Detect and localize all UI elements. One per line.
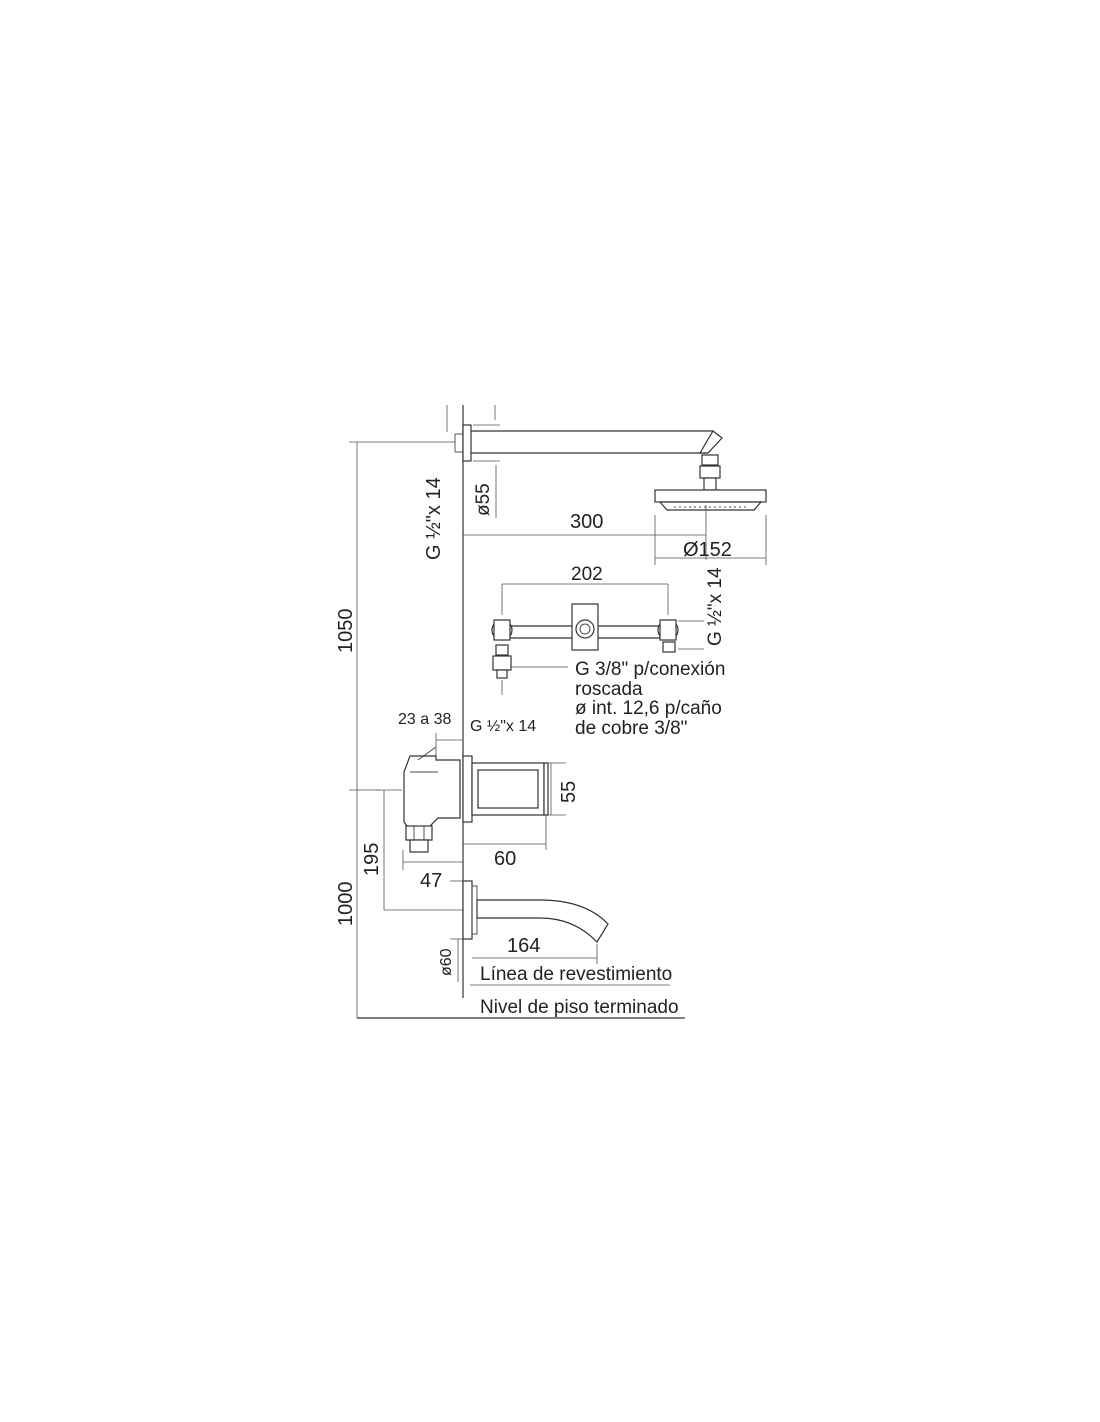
- floor-level-group: Nivel de piso terminado: [357, 997, 685, 1019]
- shower-head: [654, 489, 767, 511]
- connection-note-line-4: de cobre 3/8": [575, 718, 687, 739]
- arm-length-label: 300: [570, 511, 603, 533]
- spout-length-dim: 164: [472, 935, 598, 964]
- spout-length-label: 164: [507, 935, 540, 957]
- valve-thread-dim: G ½"x 14: [678, 567, 726, 650]
- valve-spacing-dim: 202: [501, 564, 669, 615]
- spout-height-label: 1000: [335, 882, 357, 927]
- overall-height-label: 1050: [335, 609, 357, 654]
- floor-level-label: Nivel de piso terminado: [480, 997, 679, 1018]
- mixer-depth-label: 60: [494, 848, 516, 870]
- shower-arm: [454, 424, 723, 491]
- shower-head-diameter-label: Ø152: [683, 539, 732, 561]
- shower-head-diameter-dim: Ø152: [654, 515, 767, 565]
- finish-line-label-group: Línea de revestimiento: [470, 964, 672, 986]
- mixer-body: [403, 746, 549, 853]
- valve-spacing-label: 202: [571, 564, 603, 585]
- connection-note-line-3: ø int. 12,6 p/caño: [575, 698, 722, 719]
- wall-range-label: 23 a 38: [398, 711, 451, 728]
- mixer-height-label: 55: [558, 781, 580, 803]
- flange-diameter-top-label: ø55: [473, 483, 494, 516]
- spout: [462, 880, 609, 943]
- overall-height-dim: 1050 1000: [335, 441, 455, 1018]
- mixer-thread-label: G ½"x 14: [470, 718, 536, 735]
- wall-range-dim: 23 a 38: [398, 711, 463, 760]
- valve-thread-label: G ½"x 14: [705, 567, 726, 646]
- mixer-height-from-spout-dim: 195: [361, 789, 463, 911]
- valve-body: [491, 603, 679, 679]
- connection-note: G 3/8" p/conexión roscada ø int. 12,6 p/…: [501, 659, 725, 739]
- flange-diameter-top-dim: ø55: [473, 424, 500, 518]
- flange-thickness-dim: [446, 405, 496, 432]
- connection-note-line-2: roscada: [575, 679, 643, 700]
- flange-diameter-bottom-dim: ø60: [438, 880, 463, 982]
- mixer-offset-dim: 47: [402, 850, 463, 892]
- mixer-height-from-spout-label: 195: [361, 843, 383, 876]
- mixer-depth-dim: 60: [463, 815, 547, 870]
- connection-note-line-1: G 3/8" p/conexión: [575, 659, 725, 680]
- mixer-offset-label: 47: [420, 870, 442, 892]
- flange-diameter-bottom-label: ø60: [438, 948, 455, 976]
- thread-top-label: G ½"x 14: [423, 477, 445, 560]
- mixer-height-dim: 55: [548, 762, 580, 816]
- arm-length-dim: 300: [463, 505, 707, 560]
- finish-line-label: Línea de revestimiento: [480, 964, 672, 985]
